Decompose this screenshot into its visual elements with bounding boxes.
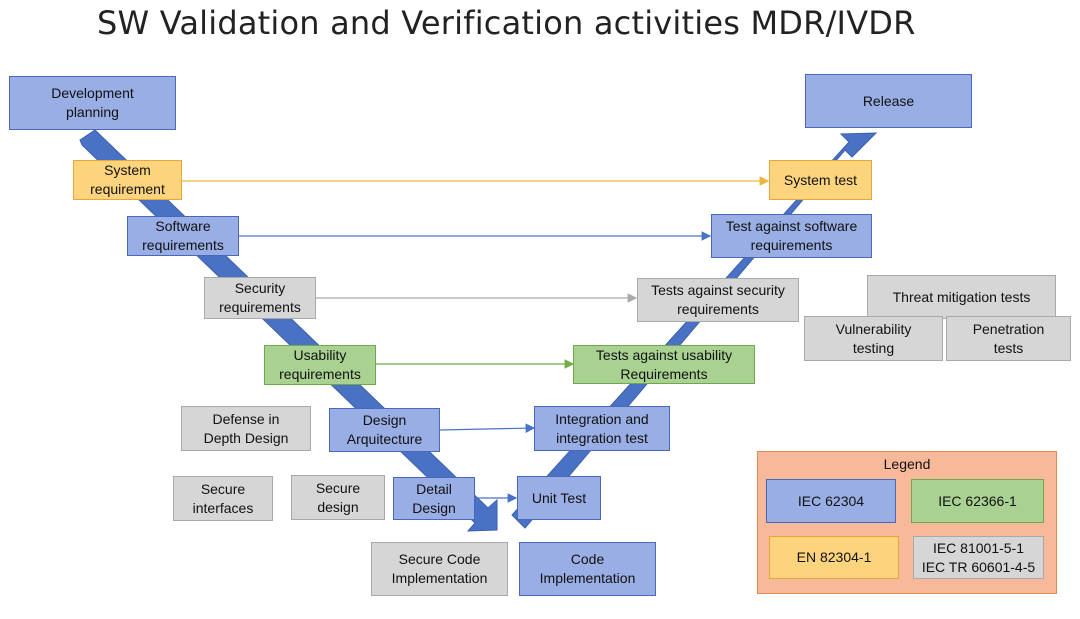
system-requirement-box: System requirement <box>73 160 182 200</box>
design-connector <box>439 423 536 433</box>
unit-test-box: Unit Test <box>517 476 601 520</box>
legend-iec81001: IEC 81001-5-1 IEC TR 60601-4-5 <box>913 536 1044 579</box>
security-requirements-box: Security requirements <box>204 277 316 319</box>
integration-test-box: Integration and integration test <box>534 406 670 451</box>
vulnerability-testing-box: Vulnerability testing <box>804 316 943 361</box>
defense-in-depth-box: Defense in Depth Design <box>181 406 311 451</box>
software-requirements-box: Software requirements <box>127 216 239 256</box>
usability-requirements-box: Usability requirements <box>264 345 376 385</box>
legend-iec62366: IEC 62366-1 <box>911 479 1044 523</box>
threat-mitigation-tests-box: Threat mitigation tests <box>867 275 1056 319</box>
design-arquitecture-box: Design Arquitecture <box>329 408 440 452</box>
test-software-box: Test against software requirements <box>711 214 872 258</box>
legend-en82304: EN 82304-1 <box>769 536 899 579</box>
diagram-title: SW Validation and Verification activitie… <box>97 4 916 42</box>
legend-title: Legend <box>883 456 931 472</box>
secure-code-implementation-box: Secure Code Implementation <box>371 542 508 596</box>
release-box: Release <box>805 74 972 128</box>
penetration-tests-box: Penetration tests <box>946 316 1071 361</box>
system-test-box: System test <box>769 160 872 200</box>
code-implementation-box: Code Implementation <box>519 542 656 596</box>
legend-iec62304: IEC 62304 <box>766 479 896 523</box>
detail-design-box: Detail Design <box>393 477 475 520</box>
legend: Legend IEC 62304 IEC 62366-1 EN 82304-1 … <box>757 451 1057 594</box>
tests-usability-box: Tests against usability Requirements <box>573 345 755 384</box>
tests-security-box: Tests against security requirements <box>637 278 799 322</box>
development-planning-box: Development planning <box>9 76 176 130</box>
secure-design-box: Secure design <box>291 475 385 520</box>
secure-interfaces-box: Secure interfaces <box>173 476 273 521</box>
